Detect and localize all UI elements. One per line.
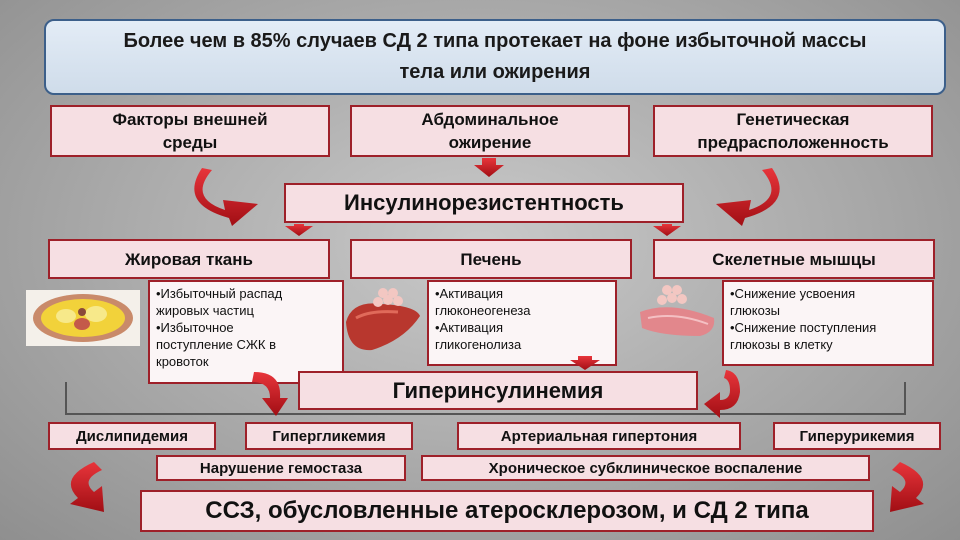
factor-genetic-line-1: Генетическая <box>736 110 850 129</box>
organ-fat-tissue: Жировая ткань <box>48 239 330 279</box>
insulin-resistance-box: Инсулинорезистентность <box>284 183 684 223</box>
organ-liver: Печень <box>350 239 632 279</box>
muscle-notes: •Снижение усвоения глюкозы •Снижение пос… <box>722 280 934 366</box>
outcome-inflammation: Хроническое субклиническое воспаление <box>421 455 870 481</box>
factor-abdominal-line-2: ожирение <box>448 133 532 152</box>
header-line-2: тела или ожирения <box>399 61 591 83</box>
liver-note-line: •Активация <box>435 320 504 335</box>
liver-note-line: гликогенолиза <box>435 337 522 352</box>
muscle-illustration <box>640 285 715 336</box>
outcome-hyperuricemia: Гиперурикемия <box>773 422 941 450</box>
fat-tissue-notes: •Избыточный распад жировых частиц •Избыт… <box>148 280 344 384</box>
hyperinsulinemia-box: Гиперинсулинемия <box>298 371 698 410</box>
header-banner: Более чем в 85% случаев СД 2 типа протек… <box>44 19 946 95</box>
factor-external-line-1: Факторы внешней <box>112 110 268 129</box>
fat-note-line: кровоток <box>156 354 209 369</box>
curved-arrow-fat <box>252 372 288 416</box>
grouping-bracket <box>65 382 906 415</box>
muscle-note-line: •Снижение поступления <box>730 320 877 335</box>
outcome-hyperglycemia: Гипергликемия <box>245 422 413 450</box>
factor-abdominal-line-1: Абдоминальное <box>421 110 559 129</box>
fat-note-line: поступление СЖК в <box>156 337 276 352</box>
muscle-note-line: глюкозы в клетку <box>730 337 833 352</box>
down-arrow-right <box>653 224 681 236</box>
factor-genetic-predisposition: Генетическая предрасположенность <box>653 105 933 157</box>
outcome-dyslipidemia: Дислипидемия <box>48 422 216 450</box>
curved-arrow-bottom-left <box>70 462 104 512</box>
down-arrow-left <box>285 224 313 236</box>
down-arrow-abdominal <box>474 158 504 177</box>
factor-abdominal-obesity: Абдоминальное ожирение <box>350 105 630 157</box>
liver-notes: •Активация глюконеогенеза •Активация гли… <box>427 280 617 366</box>
factor-external-environment: Факторы внешней среды <box>50 105 330 157</box>
curved-arrow-bottom-right <box>890 462 924 512</box>
liver-illustration <box>346 288 420 351</box>
fat-note-line: •Избыточное <box>156 320 234 335</box>
organ-skeletal-muscle: Скелетные мышцы <box>653 239 935 279</box>
liver-note-line: глюконеогенеза <box>435 303 531 318</box>
factor-genetic-line-2: предрасположенность <box>697 133 889 152</box>
fat-note-line: •Избыточный распад <box>156 286 283 301</box>
final-outcome-box: ССЗ, обусловленные атеросклерозом, и СД … <box>140 490 874 532</box>
header-line-1: Более чем в 85% случаев СД 2 типа протек… <box>123 30 867 52</box>
muscle-note-line: глюкозы <box>730 303 781 318</box>
curved-arrow-right <box>716 168 780 226</box>
muscle-note-line: •Снижение усвоения <box>730 286 856 301</box>
factor-external-line-2: среды <box>162 133 218 152</box>
outcome-hemostasis: Нарушение гемостаза <box>156 455 406 481</box>
outcome-hypertension: Артериальная гипертония <box>457 422 741 450</box>
liver-note-line: •Активация <box>435 286 504 301</box>
down-arrow-liver <box>570 356 600 370</box>
curved-arrow-muscle <box>704 370 740 418</box>
fat-note-line: жировых частиц <box>156 303 254 318</box>
curved-arrow-left <box>194 168 258 226</box>
fat-tissue-illustration <box>26 290 140 346</box>
